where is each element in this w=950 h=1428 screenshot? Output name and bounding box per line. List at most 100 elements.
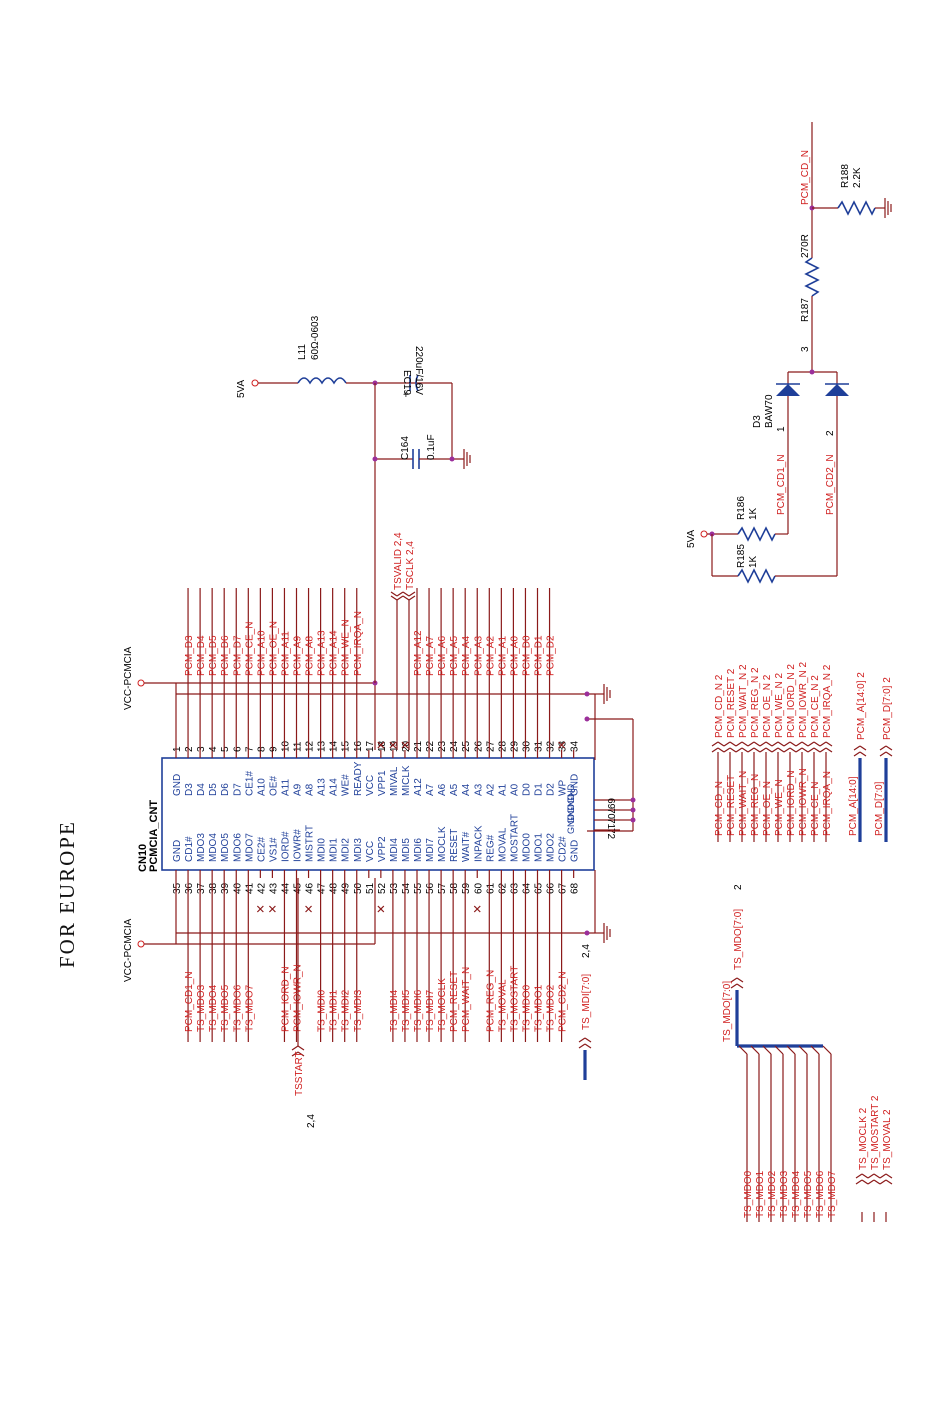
pin-name: A1 bbox=[497, 783, 508, 796]
no-connect-mark bbox=[377, 741, 385, 749]
connector-part: PCMCIA_CNT bbox=[148, 800, 160, 872]
no-connect-mark bbox=[558, 741, 566, 749]
pin-number: 28 bbox=[497, 740, 508, 752]
bus-entry bbox=[786, 1045, 796, 1055]
pin-name: D1 bbox=[534, 783, 545, 796]
pin-name: WP bbox=[558, 780, 569, 796]
net-label: PCM_A5 bbox=[449, 636, 460, 676]
bus-entry bbox=[798, 1045, 808, 1055]
pin-name: MICLK bbox=[401, 765, 412, 796]
pin-number: 57 bbox=[437, 882, 448, 894]
net-label: TS_MDO4 bbox=[208, 984, 219, 1032]
r188-ref: R188 bbox=[840, 164, 851, 188]
mdo-line-label: TS_MDO4 bbox=[791, 1170, 802, 1218]
gnd-pin-number: 70 bbox=[605, 808, 616, 820]
pin-name: CE1# bbox=[244, 771, 255, 796]
d3-pin1: 1 bbox=[776, 426, 787, 432]
pin-number: 4 bbox=[208, 746, 219, 752]
pin-name: A4 bbox=[461, 783, 472, 796]
no-connect-mark bbox=[305, 905, 312, 913]
net-label: PCM_WE_N bbox=[341, 619, 352, 676]
pin-number: 54 bbox=[401, 882, 412, 894]
pin-name: MDO6 bbox=[232, 833, 243, 862]
no-connect-mark bbox=[268, 905, 276, 913]
pin-name: READY bbox=[353, 761, 364, 796]
ts-port-label: TS_MOVAL 2 bbox=[882, 1109, 893, 1170]
net-label: PCM_RESET bbox=[449, 971, 460, 1032]
net-label: PCM_CE_N bbox=[244, 622, 255, 676]
pcm-port-net: PCM_IORD_N bbox=[786, 770, 797, 836]
bus-entry bbox=[738, 1045, 748, 1055]
pcm-a-bus-label: PCM_A[14:0] bbox=[848, 776, 859, 836]
connector-ref: CN10 bbox=[137, 844, 149, 872]
net-label: PCM_A6 bbox=[437, 636, 448, 676]
port-arrow bbox=[711, 741, 725, 753]
pin-number: 15 bbox=[341, 740, 352, 752]
net-label: PCM_A10 bbox=[256, 630, 267, 676]
mdo-line-label: TS_MDO2 bbox=[767, 1170, 778, 1218]
pin-number: 9 bbox=[268, 746, 279, 752]
pin-number: 6 bbox=[232, 746, 243, 752]
net-label: PCM_D5 bbox=[208, 635, 219, 676]
gnd-pins-strap bbox=[584, 716, 636, 832]
net-label: PCM_A8 bbox=[305, 636, 316, 676]
l11-value: 60Ω-0603 bbox=[310, 315, 321, 360]
pcm-d-bus-label: PCM_D[7:0] bbox=[874, 781, 885, 836]
no-connect-mark bbox=[473, 905, 481, 913]
pin-name: MOCLK bbox=[437, 826, 448, 862]
port-arrow bbox=[807, 741, 821, 753]
net-label: PCM_CD2_N bbox=[558, 971, 569, 1032]
pin-number: 23 bbox=[437, 740, 448, 752]
pin-number: 59 bbox=[461, 882, 472, 894]
r186-ref: R186 bbox=[736, 496, 747, 520]
gnd-pin-number: 69 bbox=[605, 798, 616, 810]
pin-number: 31 bbox=[534, 740, 545, 752]
pcm-port-label: PCM_REG_N 2 bbox=[750, 667, 761, 738]
net-label: TS_MDI2 bbox=[341, 989, 352, 1032]
ec19-value: 220uF/16V bbox=[413, 346, 424, 395]
r185-ref: R185 bbox=[736, 544, 747, 568]
connector-left-pins: 1GND2D33D44D55D66D77CE1#8A109OE#10A1111A… bbox=[172, 740, 581, 796]
mdo-line-label: TS_MDO5 bbox=[803, 1170, 814, 1218]
net-label: TS_MDI4 bbox=[389, 989, 400, 1032]
pin-number: 56 bbox=[425, 882, 436, 894]
tsstart-port: TSSTART 2,4 bbox=[291, 878, 317, 1128]
pin-number: 65 bbox=[534, 882, 545, 894]
ts-port-label: TS_MOCLK 2 bbox=[858, 1107, 869, 1170]
pin-number: 66 bbox=[546, 882, 557, 894]
pcm-port-net: PCM_IOWR_N bbox=[798, 768, 809, 836]
no-connect-mark bbox=[256, 905, 264, 913]
pin-name: MDI0 bbox=[317, 838, 328, 862]
pin-name: MDI7 bbox=[425, 838, 436, 862]
pin-name: A6 bbox=[437, 783, 448, 796]
pin-name: D3 bbox=[184, 783, 195, 796]
pin-name: MDO5 bbox=[220, 833, 231, 862]
pin-name: CD1# bbox=[184, 836, 195, 862]
pcmcia-connector: CN10 PCMCIA_CNT 1GND2D33D44D55D66D77CE1#… bbox=[137, 740, 620, 894]
net-label: TS_MDI7 bbox=[425, 989, 436, 1032]
pin-name: D5 bbox=[208, 783, 219, 796]
net-label: PCM_A14 bbox=[329, 630, 340, 676]
pin-name: D4 bbox=[196, 783, 207, 796]
pin-name: VCC bbox=[365, 841, 376, 862]
tsvalid-tsclk-ports: TSVALID 2,4 TSCLK 2,4 bbox=[390, 532, 416, 750]
pin-name: CE2# bbox=[256, 837, 267, 862]
pin-name: WAIT# bbox=[461, 831, 472, 862]
net-label: PCM_A12 bbox=[413, 630, 424, 676]
no-connect-mark bbox=[389, 741, 397, 749]
pin-number: 64 bbox=[521, 882, 532, 894]
pin-number: 47 bbox=[317, 882, 328, 894]
port-arrow bbox=[771, 741, 785, 753]
pin-name: MDO2 bbox=[546, 833, 557, 862]
net-label: PCM_IORD_N bbox=[280, 966, 291, 1032]
pin-number: 13 bbox=[317, 740, 328, 752]
pin-name: OE# bbox=[268, 776, 279, 796]
pin-number: 14 bbox=[329, 740, 340, 752]
port-arrow bbox=[855, 1173, 869, 1185]
pin-name: CD2# bbox=[558, 836, 569, 862]
pcm-port-net: PCM_CD_N bbox=[714, 781, 725, 836]
net-label: PCM_OE_N bbox=[268, 621, 279, 676]
pin-number: 35 bbox=[172, 882, 183, 894]
pin-name: A5 bbox=[449, 783, 460, 796]
